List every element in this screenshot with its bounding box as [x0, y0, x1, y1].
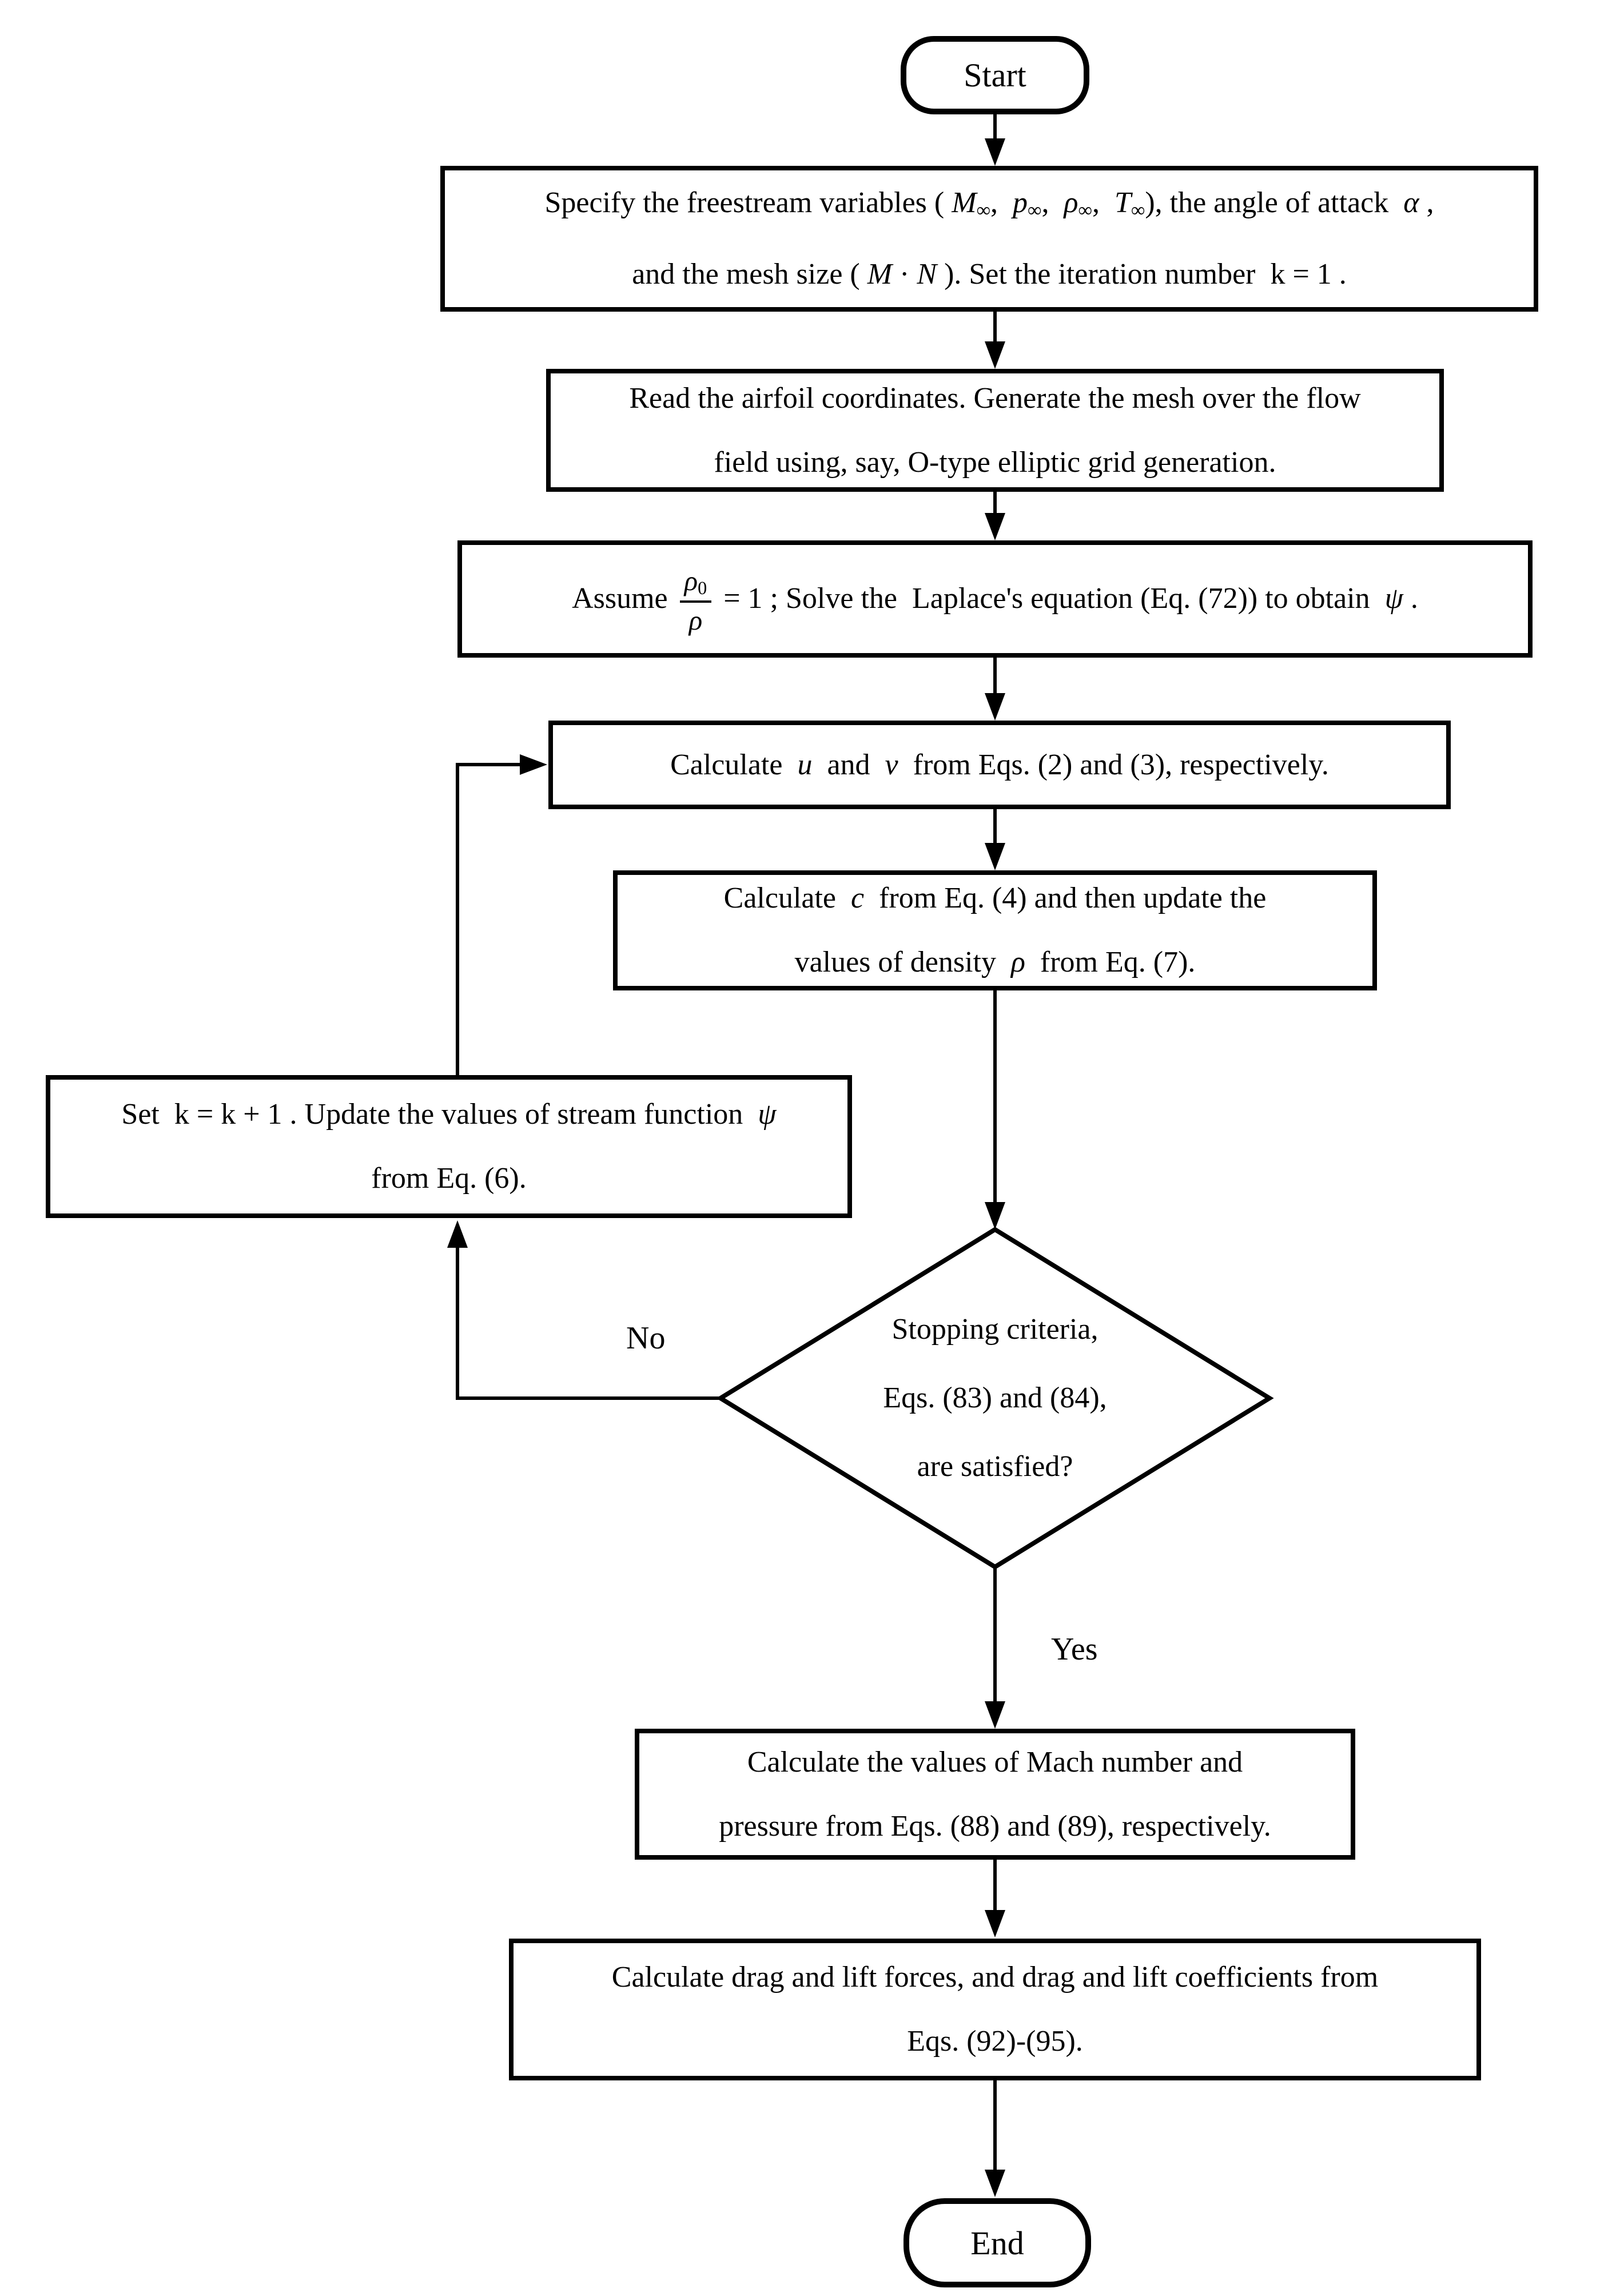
text-segment: Calculate — [723, 882, 851, 914]
text-segment: · — [892, 257, 917, 291]
text-line: Specify the freestream variables ( M∞, p… — [544, 171, 1434, 242]
text-segment: and the mesh size ( — [632, 257, 867, 291]
text-line: are satisfied? — [917, 1450, 1073, 1483]
process-calculate-drag-lift: Calculate drag and lift forces, and drag… — [509, 1939, 1481, 2080]
var-mach-infinity: M — [952, 186, 977, 220]
process-specify-freestream: Specify the freestream variables ( M∞, p… — [440, 166, 1538, 312]
process-read-airfoil-mesh: Read the airfoil coordinates. Generate t… — [546, 369, 1444, 492]
var-v: v — [885, 748, 898, 781]
arrowhead-down-icon — [985, 1202, 1005, 1229]
subscript-infinity: ∞ — [1028, 199, 1042, 221]
arrowhead-down-icon — [985, 513, 1005, 540]
text-segment: = 1 ; Solve the Laplace's equation (Eq. … — [716, 582, 1385, 615]
end-terminator: End — [904, 2198, 1091, 2287]
var-c: c — [851, 882, 865, 914]
text-line: and the mesh size ( M · N ). Set the ite… — [632, 242, 1347, 307]
var-rho-zero: ρ — [684, 564, 698, 596]
subscript-infinity: ∞ — [976, 199, 991, 221]
text-segment: Assume — [572, 582, 675, 615]
var-psi: ψ — [758, 1098, 777, 1131]
text-segment: , — [1092, 186, 1115, 220]
var-mesh-n: N — [917, 257, 937, 291]
text-segment: , — [1419, 186, 1434, 220]
subscript-infinity: ∞ — [1131, 199, 1145, 221]
start-label: Start — [964, 57, 1026, 94]
arrowhead-down-icon — [985, 1910, 1005, 1937]
text-line: pressure from Eqs. (88) and (89), respec… — [719, 1809, 1271, 1843]
text-line: Eqs. (83) and (84), — [883, 1382, 1107, 1414]
process-calculate-mach-pressure: Calculate the values of Mach number and … — [635, 1729, 1355, 1860]
branch-label-yes: Yes — [1051, 1632, 1098, 1667]
arrowhead-down-icon — [985, 843, 1005, 870]
text-line: Eqs. (92)-(95). — [907, 2025, 1083, 2058]
text-segment: from Eqs. (2) and (3), respectively. — [898, 748, 1329, 781]
arrowhead-down-icon — [985, 1701, 1005, 1729]
var-u: u — [797, 748, 813, 781]
var-pressure-infinity: p — [1013, 186, 1028, 220]
end-label: End — [970, 2224, 1024, 2262]
text-line: Set k = k + 1 . Update the values of str… — [121, 1083, 776, 1147]
text-segment: ). Set the iteration number k = 1 . — [937, 257, 1347, 291]
text-line: field using, say, O-type elliptic grid g… — [714, 445, 1276, 479]
arrowhead-up-icon — [447, 1220, 468, 1248]
text-line: from Eq. (6). — [371, 1162, 527, 1195]
text-segment: Calculate — [670, 748, 798, 781]
text-line: Calculate u and v from Eqs. (2) and (3),… — [670, 733, 1329, 797]
fraction-numerator: ρ0 — [679, 564, 712, 603]
arrowhead-right-icon — [520, 754, 547, 775]
arrowhead-down-icon — [985, 341, 1005, 369]
text-segment: ), the angle of attack — [1145, 186, 1404, 220]
process-update-stream-function: Set k = k + 1 . Update the values of str… — [46, 1075, 852, 1218]
text-segment: , — [1041, 186, 1064, 220]
text-line: Stopping criteria, — [891, 1313, 1098, 1346]
process-calculate-u-v: Calculate u and v from Eqs. (2) and (3),… — [548, 721, 1451, 809]
var-psi: ψ — [1384, 582, 1403, 615]
text-segment: . — [1403, 582, 1418, 615]
text-segment: values of density — [794, 946, 1011, 978]
text-segment: , — [990, 186, 1013, 220]
text-segment: Set k = k + 1 . Update the values of str… — [121, 1098, 758, 1131]
start-terminator: Start — [901, 36, 1089, 114]
text-segment: from Eq. (4) and then update the — [864, 882, 1267, 914]
fraction-denominator: ρ — [689, 603, 702, 636]
text-segment: from Eq. (7). — [1025, 946, 1196, 978]
branch-label-no: No — [626, 1320, 666, 1356]
text-segment: and — [812, 748, 885, 781]
var-rho: ρ — [688, 604, 703, 636]
var-alpha: α — [1403, 186, 1419, 220]
subscript-zero: 0 — [698, 577, 707, 598]
text-line: Read the airfoil coordinates. Generate t… — [629, 381, 1361, 415]
decision-stopping-criteria: Stopping criteria, Eqs. (83) and (84), a… — [738, 1295, 1252, 1501]
text-line: Calculate drag and lift forces, and drag… — [611, 1961, 1379, 1993]
var-rho: ρ — [1010, 946, 1025, 978]
var-mesh-m: M — [867, 257, 893, 291]
text-segment: Specify the freestream variables ( — [544, 186, 952, 220]
arrowhead-down-icon — [985, 138, 1005, 166]
arrowhead-down-icon — [985, 693, 1005, 721]
arrowhead-down-icon — [985, 2170, 1005, 2197]
process-calculate-c-density: Calculate c from Eq. (4) and then update… — [613, 870, 1377, 990]
var-temperature-infinity: T — [1114, 186, 1131, 220]
var-rho-infinity: ρ — [1064, 186, 1078, 220]
text-line: Calculate c from Eq. (4) and then update… — [724, 866, 1267, 930]
connector-no-branch — [456, 1244, 721, 1400]
text-line: values of density ρ from Eq. (7). — [795, 930, 1196, 994]
connector-loop-to-calcuv — [456, 763, 523, 1075]
subscript-infinity: ∞ — [1078, 199, 1092, 221]
text-line: Calculate the values of Mach number and — [747, 1745, 1243, 1778]
